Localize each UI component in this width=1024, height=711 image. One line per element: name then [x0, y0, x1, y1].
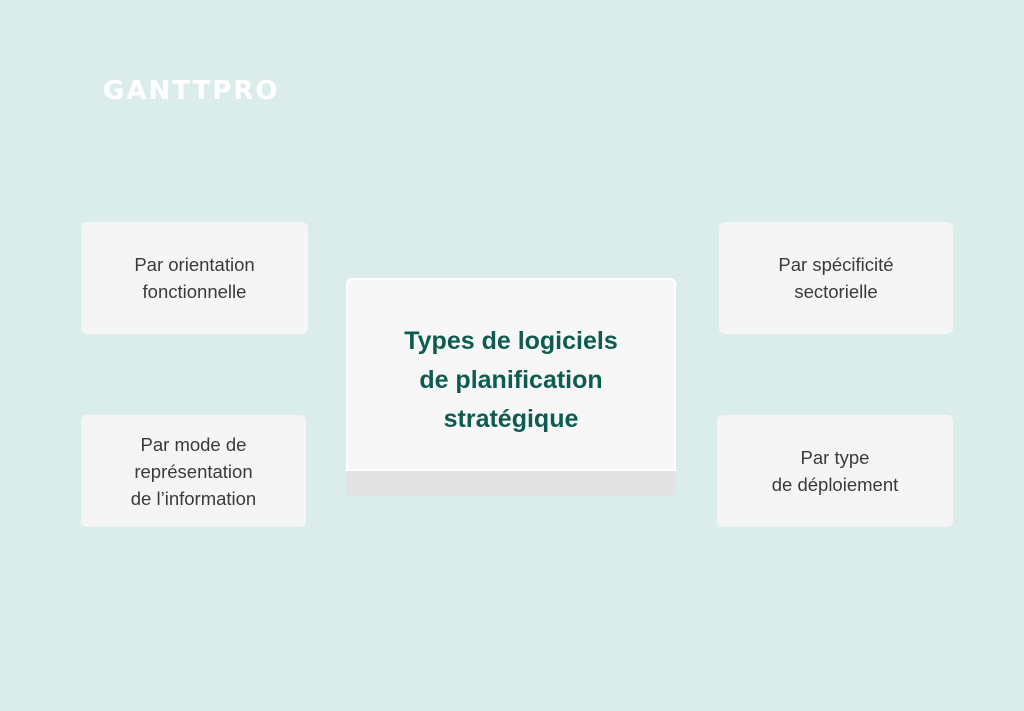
central-title-line: de planification — [419, 366, 603, 394]
card-functional-orientation: Par orientation fonctionnelle — [81, 222, 308, 334]
card-label-line: fonctionnelle — [142, 281, 247, 302]
card-label-line: de déploiement — [771, 474, 899, 495]
card-label-line: représentation — [134, 460, 253, 482]
card-label-line: Par type — [800, 447, 870, 468]
ganttpro-logo: GANTTPRO — [103, 76, 280, 106]
central-title-line: stratégique — [443, 405, 579, 433]
central-topic-panel: Types de logiciels de planification stra… — [346, 278, 676, 471]
central-topic-title: Types de logiciels de planification stra… — [404, 310, 618, 439]
card-deployment-type: Par type de déploiement — [717, 415, 953, 527]
central-topic-box: Types de logiciels de planification stra… — [346, 278, 676, 496]
card-sector-specificity: Par spécificité sectorielle — [719, 222, 953, 334]
card-label-line: Par orientation — [134, 254, 255, 275]
card-label-line: Par spécificité — [778, 254, 894, 275]
central-title-line: Types de logiciels — [404, 327, 618, 355]
card-label-line: sectorielle — [794, 281, 878, 302]
card-label-line: de l’information — [130, 487, 257, 509]
card-label-line: Par mode de — [140, 433, 247, 455]
card-information-representation: Par mode de représentation de l’informat… — [81, 415, 306, 527]
